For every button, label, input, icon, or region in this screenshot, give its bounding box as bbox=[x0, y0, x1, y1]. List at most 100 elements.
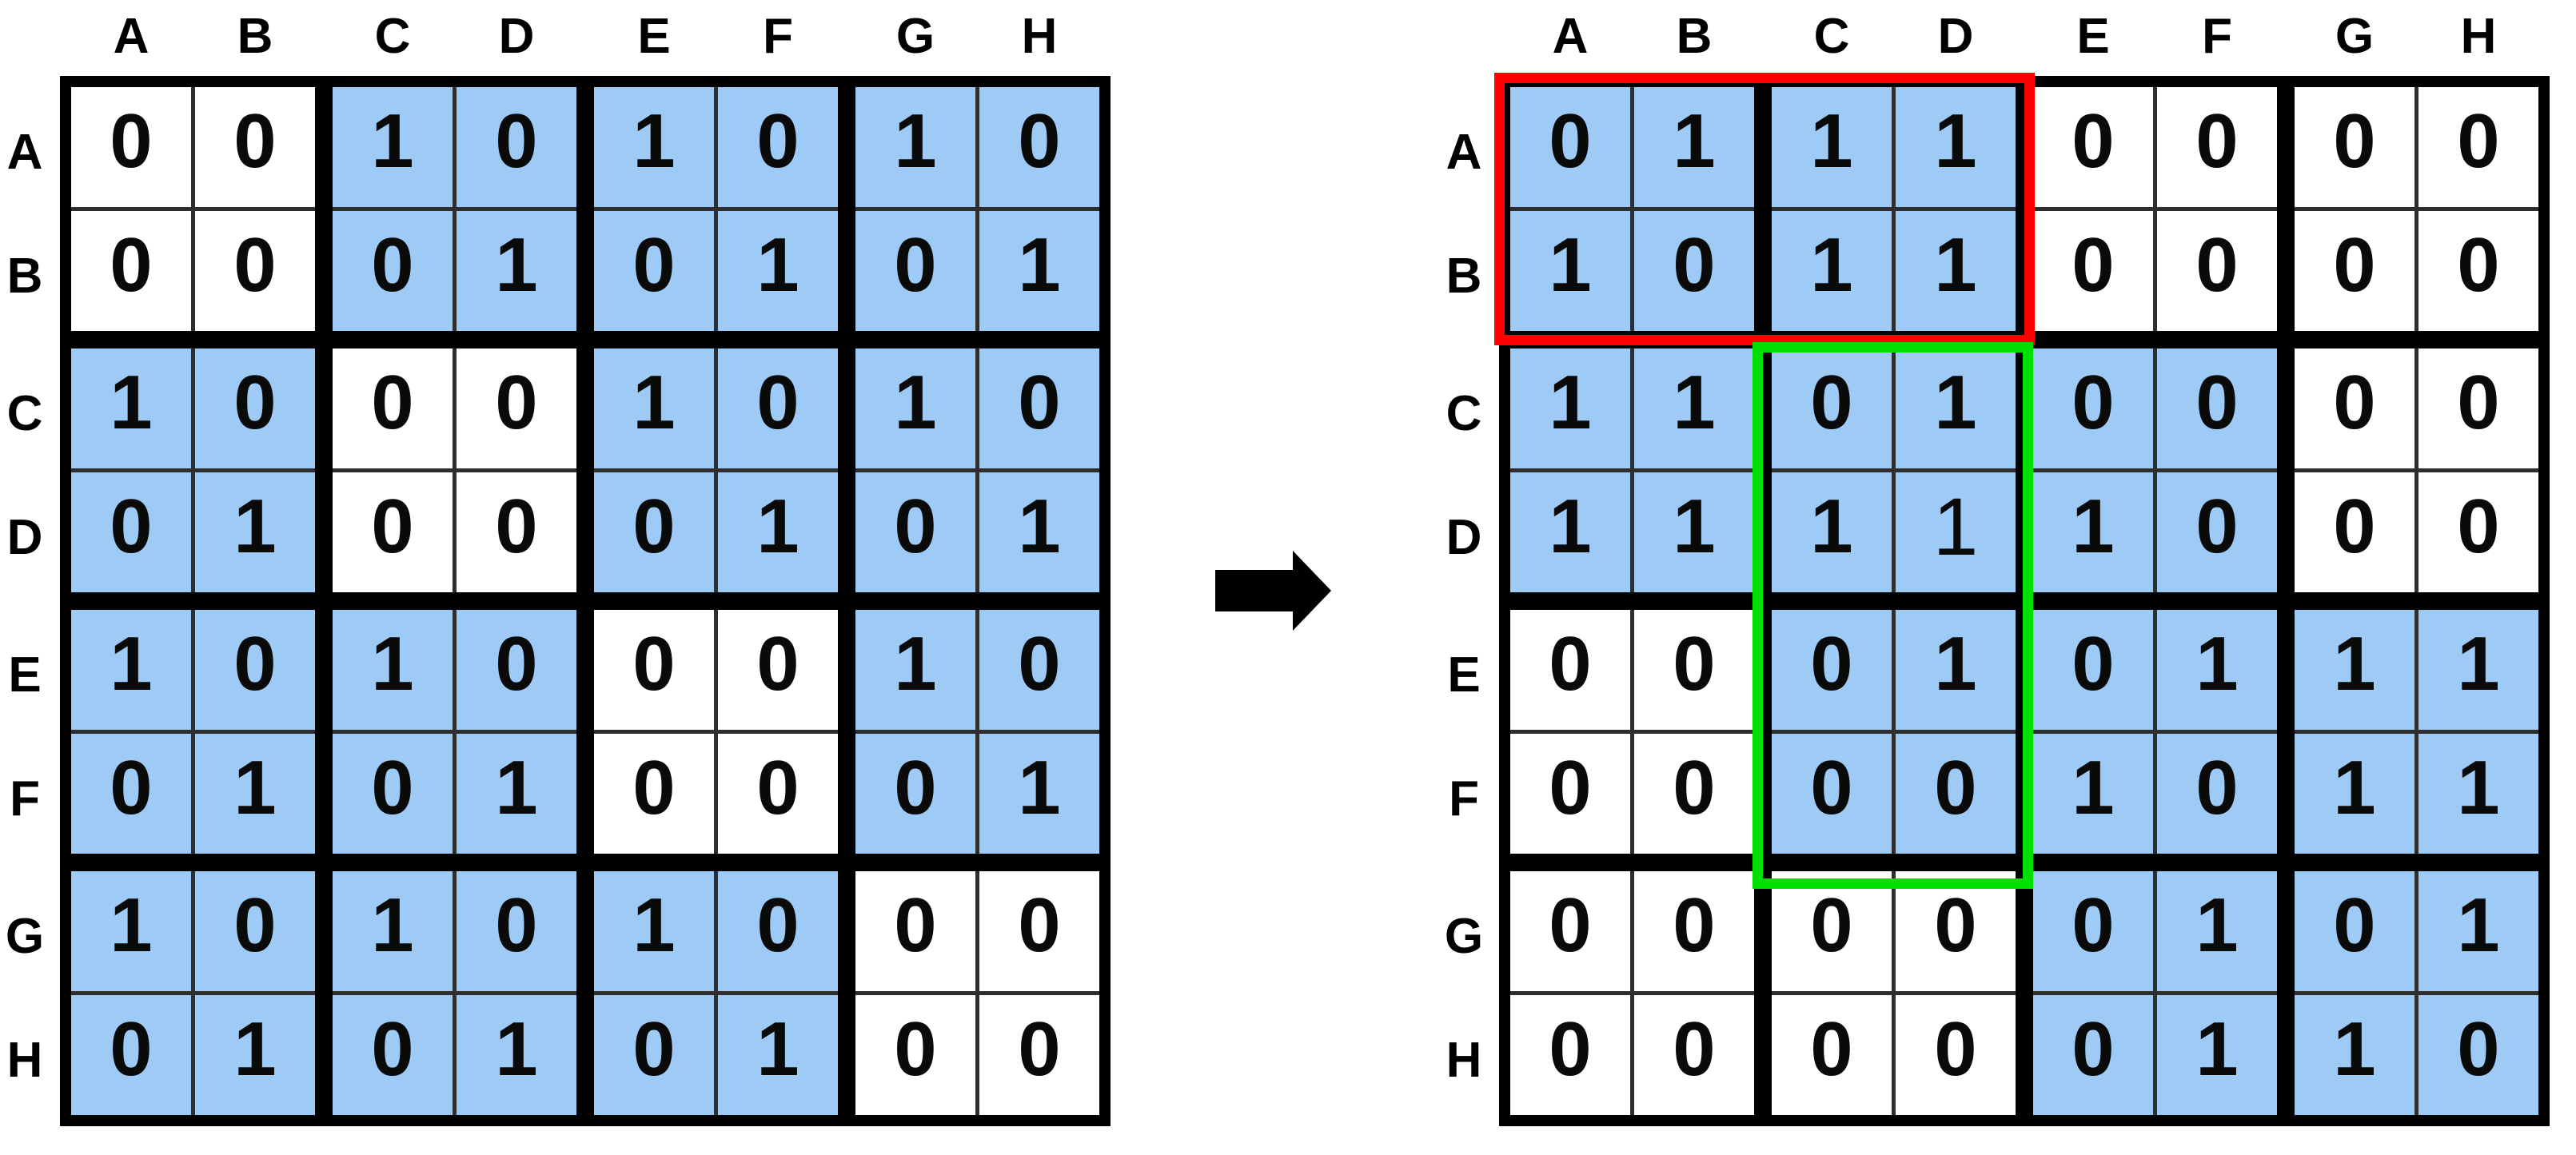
matrix-cell-DG: 0 bbox=[2295, 472, 2415, 592]
matrix-cell-FA: 0 bbox=[71, 734, 191, 854]
row-header-G: G bbox=[1444, 908, 1484, 964]
matrix-cell-CG: 0 bbox=[2295, 348, 2415, 468]
col-header-B: B bbox=[237, 9, 273, 64]
matrix-cell-HH: 0 bbox=[2418, 995, 2538, 1115]
col-header-G: G bbox=[2335, 9, 2375, 64]
col-header-G: G bbox=[895, 9, 935, 64]
matrix-cell-HG: 1 bbox=[2295, 995, 2415, 1115]
matrix-cell-FF: 0 bbox=[718, 734, 838, 854]
matrix-cell-DB: 1 bbox=[1634, 472, 1754, 592]
matrix-cell-AA: 0 bbox=[1510, 87, 1630, 207]
matrix-cell-DE: 1 bbox=[2033, 472, 2153, 592]
matrix-cell-EF: 0 bbox=[718, 610, 838, 730]
matrix-cell-BE: 0 bbox=[594, 211, 714, 331]
matrix-cell-BC: 0 bbox=[333, 211, 453, 331]
matrix-cell-GC: 0 bbox=[1772, 871, 1892, 991]
matrix-cell-FH: 1 bbox=[2418, 734, 2538, 854]
matrix-cell-DH: 1 bbox=[979, 472, 1099, 592]
row-header-A: A bbox=[6, 124, 43, 180]
matrix-cell-BA: 1 bbox=[1510, 211, 1630, 331]
matrix-cell-FD: 1 bbox=[457, 734, 576, 854]
matrix-cell-AC: 1 bbox=[333, 87, 453, 207]
matrix-cell-HA: 0 bbox=[1510, 995, 1630, 1115]
matrix-cell-EG: 1 bbox=[2295, 610, 2415, 730]
matrix-cell-AC: 1 bbox=[1772, 87, 1892, 207]
matrix-cell-GC: 1 bbox=[333, 871, 453, 991]
col-header-D: D bbox=[498, 9, 535, 64]
matrix-cell-EH: 0 bbox=[979, 610, 1099, 730]
col-header-H: H bbox=[1021, 9, 1058, 64]
matrix-cell-GG: 0 bbox=[855, 871, 975, 991]
matrix-cell-GD: 0 bbox=[457, 871, 576, 991]
matrix-cell-EA: 1 bbox=[71, 610, 191, 730]
matrix-cell-EE: 0 bbox=[594, 610, 714, 730]
matrix-cell-AG: 1 bbox=[855, 87, 975, 207]
col-header-B: B bbox=[1676, 9, 1713, 64]
row-header-C: C bbox=[6, 385, 43, 441]
matrix-cell-GH: 1 bbox=[2418, 871, 2538, 991]
matrix-cell-HE: 0 bbox=[2033, 995, 2153, 1115]
row-header-E: E bbox=[8, 647, 42, 703]
matrix-cell-FB: 1 bbox=[195, 734, 315, 854]
matrix-cell-BB: 0 bbox=[1634, 211, 1754, 331]
matrix-cell-GE: 1 bbox=[594, 871, 714, 991]
matrix-cell-DE: 0 bbox=[594, 472, 714, 592]
matrix-cell-CC: 0 bbox=[333, 348, 453, 468]
matrix-cell-FH: 1 bbox=[979, 734, 1099, 854]
matrix-cell-DB: 1 bbox=[195, 472, 315, 592]
matrix-cell-BB: 0 bbox=[195, 211, 315, 331]
col-header-E: E bbox=[2076, 9, 2110, 64]
row-header-B: B bbox=[6, 248, 43, 304]
matrix-cell-BH: 1 bbox=[979, 211, 1099, 331]
matrix-cell-DA: 1 bbox=[1510, 472, 1630, 592]
matrix-cell-DD: 0 bbox=[457, 472, 576, 592]
matrix-cell-FA: 0 bbox=[1510, 734, 1630, 854]
matrix-cell-GD: 0 bbox=[1896, 871, 2016, 991]
matrix-cell-FC: 0 bbox=[1772, 734, 1892, 854]
matrix-cell-FG: 1 bbox=[2295, 734, 2415, 854]
matrix-cell-CE: 1 bbox=[594, 348, 714, 468]
matrix-cell-AD: 0 bbox=[457, 87, 576, 207]
matrix-cell-DG: 0 bbox=[855, 472, 975, 592]
matrix-cell-BF: 1 bbox=[718, 211, 838, 331]
col-header-D: D bbox=[1937, 9, 1974, 64]
matrix-cell-GF: 1 bbox=[2157, 871, 2277, 991]
matrix-cell-DA: 0 bbox=[71, 472, 191, 592]
matrix-cell-AB: 1 bbox=[1634, 87, 1754, 207]
matrix-cell-BA: 0 bbox=[71, 211, 191, 331]
matrix-cell-AH: 0 bbox=[979, 87, 1099, 207]
matrix-cell-GG: 0 bbox=[2295, 871, 2415, 991]
matrix-cell-GA: 1 bbox=[71, 871, 191, 991]
matrix-cell-CB: 0 bbox=[195, 348, 315, 468]
matrix-cell-EH: 1 bbox=[2418, 610, 2538, 730]
matrix-cell-BD: 1 bbox=[1896, 211, 2016, 331]
matrix-cell-EC: 1 bbox=[333, 610, 453, 730]
row-header-C: C bbox=[1446, 385, 1482, 441]
matrix-cell-FB: 0 bbox=[1634, 734, 1754, 854]
matrix-cell-FE: 1 bbox=[2033, 734, 2153, 854]
matrix-cell-ED: 0 bbox=[457, 610, 576, 730]
row-header-H: H bbox=[6, 1032, 43, 1088]
row-header-F: F bbox=[10, 771, 40, 826]
matrix-cell-FD: 0 bbox=[1896, 734, 2016, 854]
